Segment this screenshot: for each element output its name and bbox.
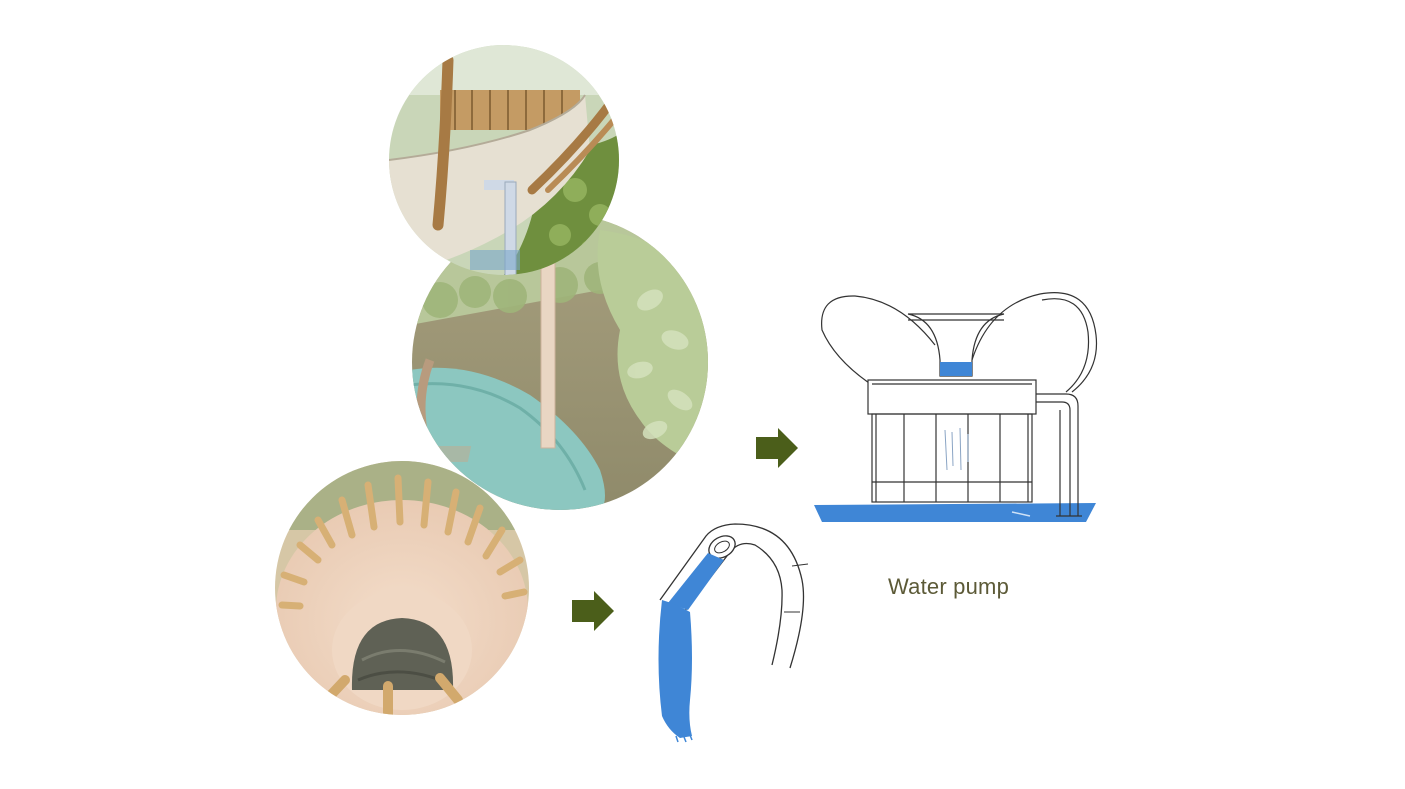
- curved-spout-sketch: [658, 523, 809, 743]
- arrow-right-icon: [572, 591, 614, 631]
- well-shaft-render: [275, 461, 529, 715]
- water-pump-sketch: [814, 292, 1098, 522]
- arrow-right-icon: [756, 428, 798, 468]
- water-pump-caption: Water pump: [888, 574, 1010, 599]
